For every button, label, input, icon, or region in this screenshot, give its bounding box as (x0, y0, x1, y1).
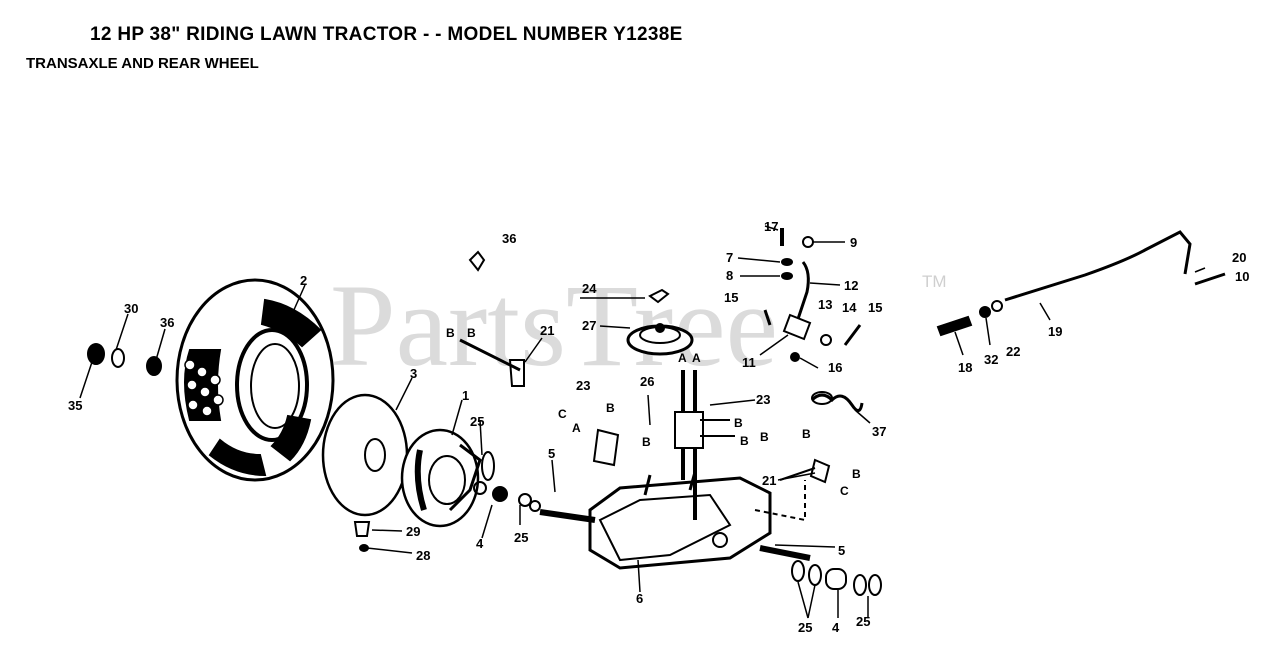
callout-25-right-b[interactable]: 25 (856, 614, 870, 629)
ref-letter-b: B (642, 435, 651, 449)
callout-23-left[interactable]: 23 (576, 378, 590, 393)
callout-4[interactable]: 4 (476, 536, 484, 551)
callout-23-right[interactable]: 23 (756, 392, 770, 407)
wheel-hub-part[interactable] (400, 428, 495, 528)
diagram-title: 12 HP 38" RIDING LAWN TRACTOR - - MODEL … (90, 24, 683, 45)
ref-letter-b: B (740, 434, 749, 448)
callout-29[interactable]: 29 (406, 524, 420, 539)
callout-16[interactable]: 16 (828, 360, 842, 375)
ref-letter-a: A (692, 351, 701, 365)
callout-37[interactable]: 37 (872, 424, 886, 439)
reference-letters: B B C A B B A A B B B B C B (446, 326, 861, 498)
callout-5-right[interactable]: 5 (838, 543, 845, 558)
pulley-part[interactable] (626, 323, 694, 356)
partstree-watermark: PartsTree (330, 260, 778, 391)
callout-10[interactable]: 10 (1235, 269, 1249, 284)
callout-14[interactable]: 14 (842, 300, 857, 315)
ref-letter-c: C (558, 407, 567, 421)
callout-2[interactable]: 2 (300, 273, 307, 288)
ref-letter-b: B (606, 401, 615, 415)
callout-1[interactable]: 1 (462, 388, 469, 403)
ref-letter-b: B (446, 326, 455, 340)
ref-letter-b: B (734, 416, 743, 430)
part-drawings (79, 225, 1226, 619)
part-callouts: 1 2 3 4 4 5 5 6 7 8 9 10 11 12 13 14 15 … (68, 219, 1249, 635)
callout-5[interactable]: 5 (548, 446, 555, 461)
callout-25-hub[interactable]: 25 (470, 414, 484, 429)
ref-letter-a: A (572, 421, 581, 435)
callout-7[interactable]: 7 (726, 250, 733, 265)
callout-4-right[interactable]: 4 (832, 620, 840, 635)
callout-9[interactable]: 9 (850, 235, 857, 250)
callout-32[interactable]: 32 (984, 352, 998, 367)
leader-lines (79, 225, 1206, 619)
transaxle-part[interactable] (539, 471, 811, 570)
callout-11[interactable]: 11 (742, 355, 756, 370)
ref-letter-b: B (802, 427, 811, 441)
shift-shafts[interactable] (459, 338, 831, 522)
callout-12[interactable]: 12 (844, 278, 858, 293)
tire-part[interactable] (175, 278, 335, 482)
callout-21-right[interactable]: 21 (762, 473, 776, 488)
callout-6[interactable]: 6 (636, 591, 643, 606)
callout-30[interactable]: 30 (124, 301, 138, 316)
ref-letter-a: A (678, 351, 687, 365)
callout-36-top[interactable]: 36 (502, 231, 516, 246)
callout-18[interactable]: 18 (958, 360, 972, 375)
callout-25-left[interactable]: 25 (514, 530, 528, 545)
callout-24[interactable]: 24 (582, 281, 597, 296)
ref-letter-c: C (840, 484, 849, 498)
callout-26[interactable]: 26 (640, 374, 654, 389)
callout-27[interactable]: 27 (582, 318, 596, 333)
shift-lever-part[interactable] (763, 228, 862, 362)
callout-25-right-a[interactable]: 25 (798, 620, 812, 635)
callout-15-left[interactable]: 15 (724, 290, 738, 305)
callout-28[interactable]: 28 (416, 548, 430, 563)
callout-19[interactable]: 19 (1048, 324, 1062, 339)
callout-17[interactable]: 17 (764, 219, 778, 234)
callout-35[interactable]: 35 (68, 398, 82, 413)
trademark-mark: TM (922, 272, 947, 291)
hardware-right[interactable] (648, 288, 882, 596)
diagram-subtitle: TRANSAXLE AND REAR WHEEL (26, 55, 259, 72)
callout-36-left[interactable]: 36 (160, 315, 174, 330)
callout-3[interactable]: 3 (410, 366, 417, 381)
callout-20[interactable]: 20 (1232, 250, 1246, 265)
callout-21-left[interactable]: 21 (540, 323, 554, 338)
callout-8[interactable]: 8 (726, 268, 733, 283)
callout-13[interactable]: 13 (818, 297, 832, 312)
shift-rod-part[interactable] (936, 230, 1226, 337)
callout-22[interactable]: 22 (1006, 344, 1020, 359)
ref-letter-b: B (760, 430, 769, 444)
spring-part[interactable] (810, 391, 864, 412)
hardware-left[interactable] (87, 250, 541, 552)
wheel-rim-part[interactable] (321, 393, 409, 517)
ref-letter-b: B (852, 467, 861, 481)
ref-letter-b: B (467, 326, 476, 340)
callout-15-right[interactable]: 15 (868, 300, 882, 315)
